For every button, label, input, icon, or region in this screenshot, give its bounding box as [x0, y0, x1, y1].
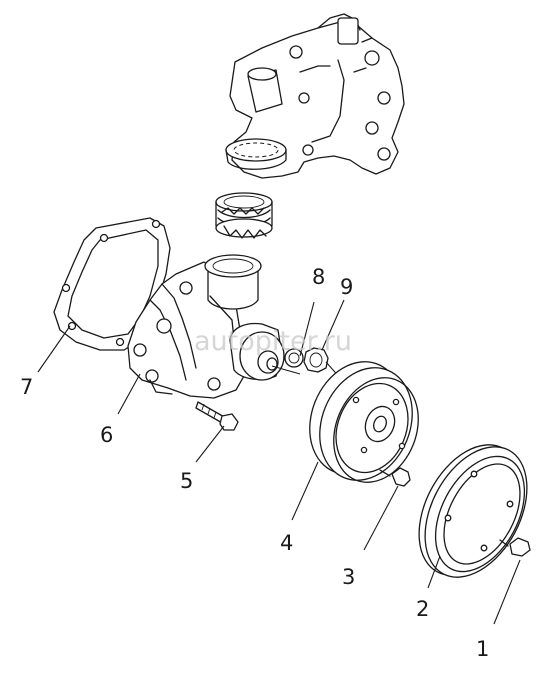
- callout-3: 3: [342, 565, 355, 589]
- water-pump-body: [127, 254, 285, 399]
- callout-2: 2: [416, 597, 429, 621]
- leader-lines: [37, 299, 521, 625]
- callout-6: 6: [100, 423, 113, 447]
- callout-7: 7: [20, 375, 33, 399]
- callout-8: 8: [312, 265, 325, 289]
- pump-bolt: [195, 401, 239, 431]
- hub-nut: [303, 347, 329, 373]
- pulley-bolt: [379, 467, 411, 487]
- pulley-bolt-outer: [499, 537, 531, 557]
- thermostat-housing: [225, 13, 405, 179]
- callout-4: 4: [280, 531, 293, 555]
- seal-ring: [284, 348, 304, 368]
- callout-5: 5: [180, 469, 193, 493]
- callout-9: 9: [340, 275, 353, 299]
- hub-pulley: [309, 361, 419, 483]
- callout-1: 1: [476, 637, 489, 661]
- drive-pulley: [418, 444, 528, 578]
- thermostat: [215, 192, 273, 239]
- watermark: autopiter.ru: [194, 326, 352, 357]
